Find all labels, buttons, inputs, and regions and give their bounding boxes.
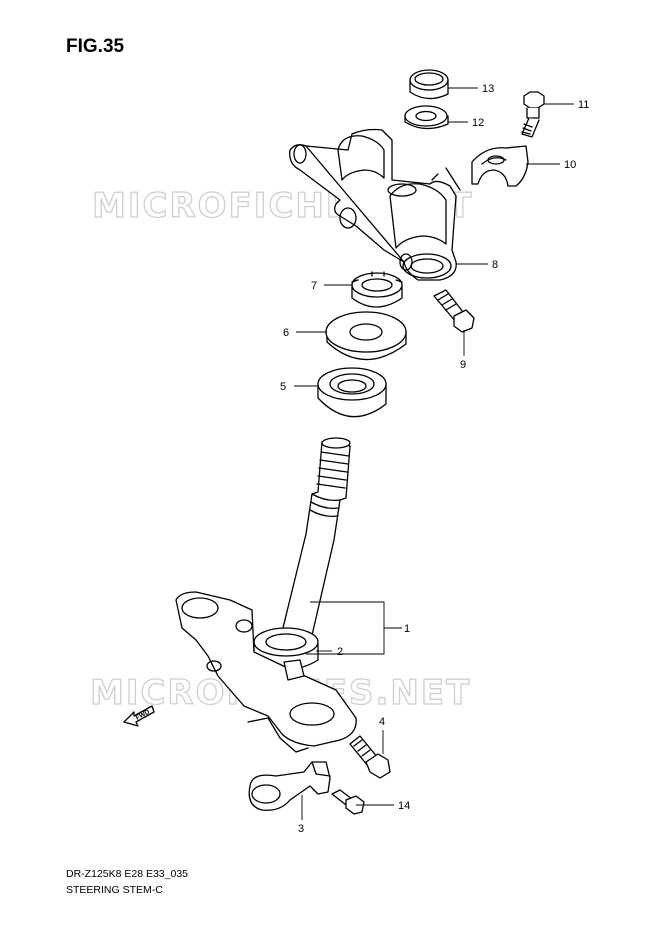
callout-2: 2 (337, 646, 343, 658)
callout-5: 5 (280, 381, 286, 393)
callout-13: 13 (482, 83, 494, 95)
model-code: DR-Z125K8 E28 E33_035 (66, 868, 188, 880)
callout-10: 10 (564, 159, 576, 171)
callout-14: 14 (398, 800, 410, 812)
part-11-bolt (521, 91, 545, 138)
part-7-nut (351, 271, 403, 308)
part-9-bolt (433, 289, 475, 333)
section-name: STEERING STEM-C (66, 884, 163, 896)
footer: DR-Z125K8 E28 E33_035 STEERING STEM-C (66, 866, 188, 898)
part-10-holder (471, 145, 529, 187)
callout-4: 4 (379, 716, 385, 728)
figure-title: FIG.35 (66, 36, 125, 57)
callout-1: 1 (404, 623, 410, 635)
callout-12: 12 (472, 117, 484, 129)
callout-7: 7 (311, 280, 317, 292)
part-8-upper-bracket (289, 128, 461, 281)
part-3-guide (248, 761, 331, 811)
lower-bracket (175, 591, 357, 753)
part-2-lower-bearing (253, 627, 319, 670)
part-1-steering-stem (279, 437, 351, 645)
leader-lines (294, 87, 574, 820)
callout-9: 9 (460, 359, 466, 371)
part-5-bearing (317, 367, 387, 418)
part-14-bolt (331, 789, 365, 815)
part-13-cap (409, 69, 449, 100)
callout-8: 8 (492, 259, 498, 271)
callout-11: 11 (578, 99, 589, 111)
part-12-washer (404, 105, 449, 130)
callout-6: 6 (283, 327, 289, 339)
fwd-arrow-icon (123, 705, 155, 727)
part-4-bolt (349, 735, 391, 779)
callout-3: 3 (298, 823, 304, 835)
part-6-dust-seal (325, 311, 407, 361)
